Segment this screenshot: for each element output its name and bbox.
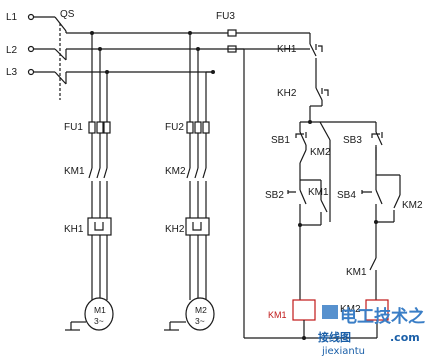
label-FU3: FU3 xyxy=(216,11,235,22)
label-KM1-no: KM1 xyxy=(308,187,329,198)
label-KM2-coil: KM2 xyxy=(340,304,361,315)
label-KM1-coil: KM1 xyxy=(268,310,287,320)
coil-KM1 xyxy=(292,299,316,321)
thermal-relay-KH1 xyxy=(87,217,112,236)
fuse-FU1-3 xyxy=(103,121,111,134)
motor1-branch: FU1 KM1 KH1 M1 3~ xyxy=(64,31,114,331)
label-SB3: SB3 xyxy=(343,135,362,146)
watermark-sub-left: 接线图 xyxy=(318,330,351,344)
label-M2: M2 xyxy=(195,305,207,315)
control-supply: FU3 xyxy=(107,11,310,339)
label-KH1-main: KH1 xyxy=(64,224,84,235)
label-KH2-ctl: KH2 xyxy=(277,88,297,99)
control-circuit: KH1 KH2 SB1 KM2 SB3 xyxy=(265,33,423,340)
label-KM2-no: KM2 xyxy=(402,200,423,211)
watermark-sub-right: .com xyxy=(390,331,420,344)
label-L1: L1 xyxy=(6,12,18,23)
label-SB2: SB2 xyxy=(265,190,284,201)
label-KM1-nc: KM1 xyxy=(346,267,367,278)
label-KH1-ctl: KH1 xyxy=(277,44,297,55)
motor2-branch: FU2 KM2 KH2 M2 3~ xyxy=(164,31,215,331)
terminal-L1 xyxy=(27,13,35,21)
qs-switch: QS xyxy=(54,9,310,100)
fuse-FU2-2 xyxy=(194,121,202,134)
fuse-FU3-a xyxy=(227,29,237,37)
label-M1-phase: 3~ xyxy=(94,316,104,326)
fuse-FU2-3 xyxy=(202,121,210,134)
motor-M2 xyxy=(185,297,215,331)
label-FU1: FU1 xyxy=(64,122,83,133)
label-SB1: SB1 xyxy=(271,135,290,146)
label-FU2: FU2 xyxy=(165,122,184,133)
watermark-title: 电工技术之家 xyxy=(340,306,425,327)
fuse-FU1-1 xyxy=(88,121,96,134)
label-M1: M1 xyxy=(94,305,106,315)
fuse-FU1-2 xyxy=(96,121,104,134)
label-KM1-main: KM1 xyxy=(64,166,85,177)
label-SB4: SB4 xyxy=(337,190,356,201)
motor-M1 xyxy=(84,297,114,331)
watermark-url: jiexiantu xyxy=(321,346,365,357)
label-KM2-main: KM2 xyxy=(165,166,186,177)
terminal-L3 xyxy=(27,68,35,76)
supply-terminals: L1 L2 L3 xyxy=(6,12,55,78)
terminal-L2 xyxy=(27,45,35,53)
label-M2-phase: 3~ xyxy=(195,316,205,326)
label-KM2-nc: KM2 xyxy=(310,147,331,158)
label-QS: QS xyxy=(60,9,75,20)
watermark: 电工技术之家 接线图 .com jiexiantu xyxy=(318,305,425,357)
label-L3: L3 xyxy=(6,67,18,78)
label-KH2-main: KH2 xyxy=(165,224,185,235)
label-L2: L2 xyxy=(6,45,18,56)
thermal-relay-KH2 xyxy=(185,217,210,236)
fuse-FU2-1 xyxy=(186,121,194,134)
